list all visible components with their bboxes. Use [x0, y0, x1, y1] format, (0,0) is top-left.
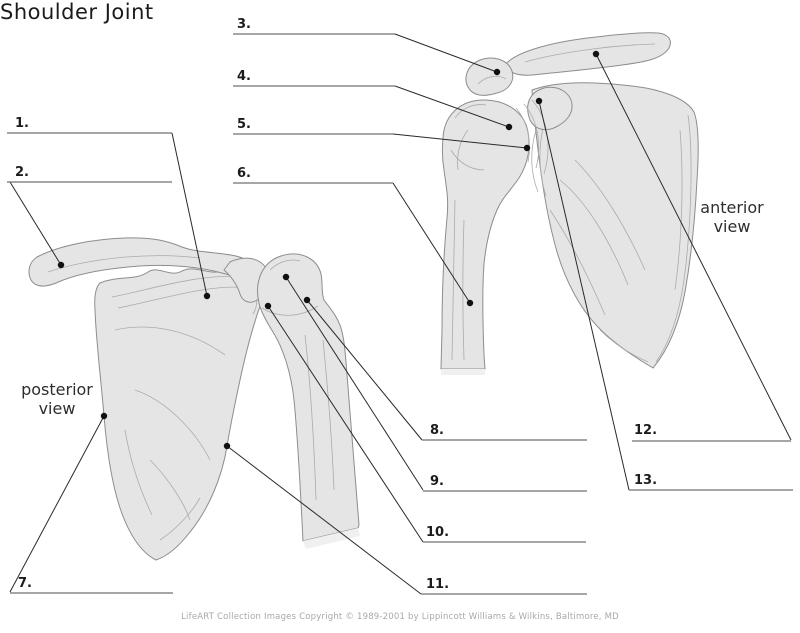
anterior-scapula-glenoid-arc-1	[531, 129, 539, 193]
anterior-scapula-rim-line-1	[655, 114, 692, 363]
anterior-humerus-head-line-1	[454, 104, 487, 119]
posterior-clavicle-shaft-line	[47, 255, 201, 273]
anterior-clavicle	[505, 32, 671, 76]
label-dot-4	[505, 123, 513, 131]
label-dot-6	[466, 299, 474, 307]
posterior-humerus-neck-arc	[261, 305, 319, 316]
leader-line-12	[595, 53, 792, 441]
anterior-scapula-fossa-line-1	[574, 159, 646, 271]
label-dot-13	[535, 97, 543, 105]
posterior-view-label: posterior view	[2, 380, 112, 418]
leader-line-2	[9, 181, 62, 266]
leader-line-5	[392, 133, 528, 149]
anterior-view-label-line1: anterior	[700, 198, 764, 217]
label-dots	[57, 50, 600, 450]
label-dot-10	[264, 302, 272, 310]
anterior-view-illustration	[440, 32, 699, 375]
leader-line-7	[9, 415, 105, 593]
answer-blanks	[7, 33, 793, 595]
posterior-scapula-spine-ridge-2	[117, 286, 251, 309]
anterior-scapula-bottom-line	[599, 329, 649, 363]
anterior-humerus-tubercle-line	[457, 129, 469, 171]
anterior-humerus-shaft-line-2	[462, 219, 465, 361]
leader-lines	[9, 33, 792, 595]
posterior-humerus-cut-fade	[303, 528, 360, 549]
anterior-view-label: anterior view	[677, 198, 787, 236]
posterior-scapula	[94, 266, 262, 561]
anterior-coracoid	[465, 57, 514, 96]
anterior-scapula	[531, 82, 699, 369]
posterior-humerus-groove-line-1	[304, 334, 317, 501]
posterior-humerus	[257, 253, 360, 542]
posterior-scapula-fossa-line-3	[149, 459, 191, 521]
anterior-humerus-neck-arc-1	[515, 107, 530, 163]
label-dot-9	[282, 273, 290, 281]
copyright-notice: LifeART Collection Images Copyright © 19…	[181, 612, 619, 622]
page-title: Shoulder Joint	[0, 0, 154, 24]
leader-line-6	[392, 182, 471, 304]
anterior-humerus-shaft-line-1	[451, 199, 456, 361]
label-number-3: 3.	[237, 17, 251, 32]
anterior-scapula-rim-line-2	[674, 129, 683, 291]
posterior-humerus-head-arc	[269, 259, 301, 271]
label-number-7: 7.	[18, 576, 32, 591]
label-number-6: 6.	[237, 166, 251, 181]
anterior-scapula-fossa-line-3	[549, 209, 606, 316]
leader-line-1	[171, 132, 208, 297]
anterior-humerus-neck-arc-2	[523, 103, 540, 169]
label-number-12: 12.	[634, 423, 658, 438]
anterior-view-label-line2: view	[713, 217, 751, 236]
leader-line-4	[394, 85, 510, 128]
label-number-5: 5.	[237, 117, 251, 132]
label-number-4: 4.	[237, 69, 251, 84]
posterior-view-illustration	[28, 237, 360, 561]
leader-line-13	[538, 100, 630, 491]
label-dot-7	[100, 412, 108, 420]
anterior-humerus-head-line-2	[450, 149, 485, 171]
leader-line-3	[394, 33, 498, 73]
label-number-9: 9.	[430, 474, 444, 489]
label-number-11: 11.	[426, 577, 450, 592]
posterior-scapula-fossa-line-4	[159, 497, 201, 541]
leader-line-9	[285, 276, 424, 491]
posterior-scapula-fossa-line-1	[114, 326, 226, 356]
label-number-1: 1.	[15, 116, 29, 131]
label-dot-1	[203, 292, 211, 300]
anterior-scapula-fossa-line-2	[559, 179, 629, 286]
label-number-8: 8.	[430, 423, 444, 438]
label-dot-12	[592, 50, 600, 58]
leader-line-11	[226, 445, 422, 595]
posterior-view-label-line1: posterior	[21, 380, 93, 399]
label-number-2: 2.	[15, 165, 29, 180]
anterior-humerus-cut-fade	[441, 369, 485, 375]
leader-line-10	[267, 305, 424, 543]
label-number-13: 13.	[634, 473, 658, 488]
label-dot-11	[223, 442, 231, 450]
label-number-10: 10.	[426, 525, 450, 540]
posterior-humerus-groove-line-2	[322, 339, 335, 491]
label-dot-3	[493, 68, 501, 76]
anterior-clavicle-shaft-line	[524, 43, 656, 63]
anterior-coracoid-line	[477, 75, 507, 85]
posterior-scapula-fossa-line-2	[134, 389, 211, 461]
label-dot-5	[523, 144, 531, 152]
posterior-scapula-medial-line	[124, 429, 153, 516]
label-dot-8	[303, 296, 311, 304]
posterior-view-label-line2: view	[38, 399, 76, 418]
leader-line-8	[306, 299, 423, 441]
label-dot-2	[57, 261, 65, 269]
